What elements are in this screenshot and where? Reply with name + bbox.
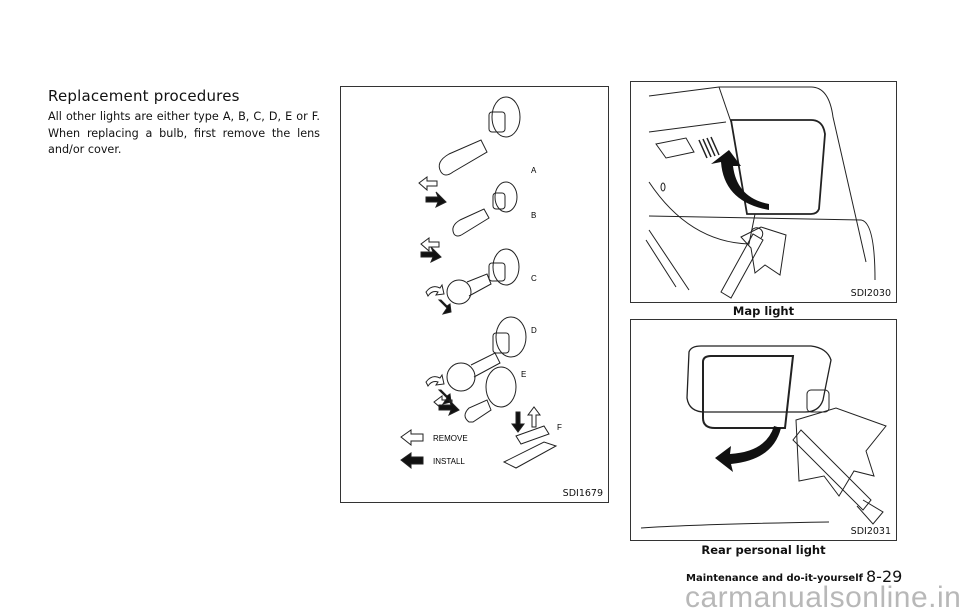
figure-caption-map-light: Map light	[732, 304, 795, 318]
bulb-f-remove-arrow	[527, 406, 541, 428]
figure-code: SDI2031	[850, 526, 891, 537]
bulb-d-socket	[495, 316, 527, 358]
bulb-d-bulb	[446, 362, 476, 392]
watermark: carmanualsonline.info	[685, 581, 960, 614]
figure-code: SDI1679	[562, 488, 603, 499]
lens-cover	[729, 119, 826, 215]
legend-install-arrow	[400, 452, 424, 470]
lens	[702, 355, 795, 429]
bulb-label-d: D	[531, 326, 537, 335]
bulb-c-install-arrow	[437, 299, 452, 315]
page-number: 8-29	[866, 567, 903, 586]
bulb-a-remove-arrow	[418, 176, 438, 192]
section-heading: Replacement procedures	[48, 87, 240, 105]
bulb-c-remove-arrow	[425, 283, 445, 297]
cloth	[795, 407, 887, 497]
bulb-c-bulb	[446, 279, 472, 305]
bulb-b-bulb	[452, 208, 490, 237]
bulb-label-b: B	[531, 211, 536, 220]
switch-button	[655, 137, 695, 159]
figure-bulb-types: A B C D E F REMOVE INSTALL SDI1679	[340, 86, 609, 503]
figure-code: SDI2030	[850, 288, 891, 299]
screwdriver	[792, 429, 884, 525]
switch	[806, 389, 830, 413]
rear-personal-light-illustration	[640, 345, 887, 529]
figure-map-light: SDI2030	[630, 81, 897, 303]
bulb-e-socket	[485, 366, 517, 408]
bulb-b-socket	[494, 181, 518, 213]
bulb-label-e: E	[521, 370, 526, 379]
section-body: All other lights are either type A, B, C…	[48, 110, 320, 156]
map-light-illustration	[645, 86, 876, 299]
bulb-a-socket	[491, 96, 521, 138]
floor-line	[640, 521, 830, 529]
bulb-a-socket-body	[488, 111, 506, 133]
bulb-e-bulb	[464, 399, 492, 423]
bulb-b-remove-arrow	[420, 237, 440, 253]
bulb-label-a: A	[531, 166, 537, 175]
bulb-f-install-arrow	[511, 411, 525, 433]
bulb-label-c: C	[531, 274, 537, 283]
bulb-a-install-arrow	[425, 191, 447, 209]
bulb-b-install-arrow	[420, 246, 442, 264]
bulb-c-socket	[492, 248, 520, 286]
figure-caption-rear-personal-light: Rear personal light	[701, 543, 826, 557]
legend-remove-label: REMOVE	[433, 434, 468, 443]
bulb-a-bulb	[438, 139, 488, 176]
cloth	[740, 226, 787, 276]
legend-remove-arrow	[400, 429, 424, 447]
bulb-types-illustration: A B C D E F REMOVE INSTALL	[400, 96, 562, 470]
figure-rear-personal-light: SDI2031	[630, 319, 897, 541]
vent-slots	[698, 136, 720, 159]
bulb-f-holder	[502, 441, 558, 469]
legend-install-label: INSTALL	[433, 457, 465, 466]
bulb-e-install-arrow	[438, 399, 460, 417]
screwdriver	[720, 227, 764, 299]
open-direction-arrow	[711, 150, 769, 210]
bulb-f-bulb	[515, 425, 550, 445]
open-direction-arrow	[715, 426, 781, 472]
footer-section-title: Maintenance and do-it-yourself	[686, 573, 863, 584]
bulb-d-remove-arrow	[425, 373, 445, 387]
bulb-label-f: F	[557, 423, 562, 432]
